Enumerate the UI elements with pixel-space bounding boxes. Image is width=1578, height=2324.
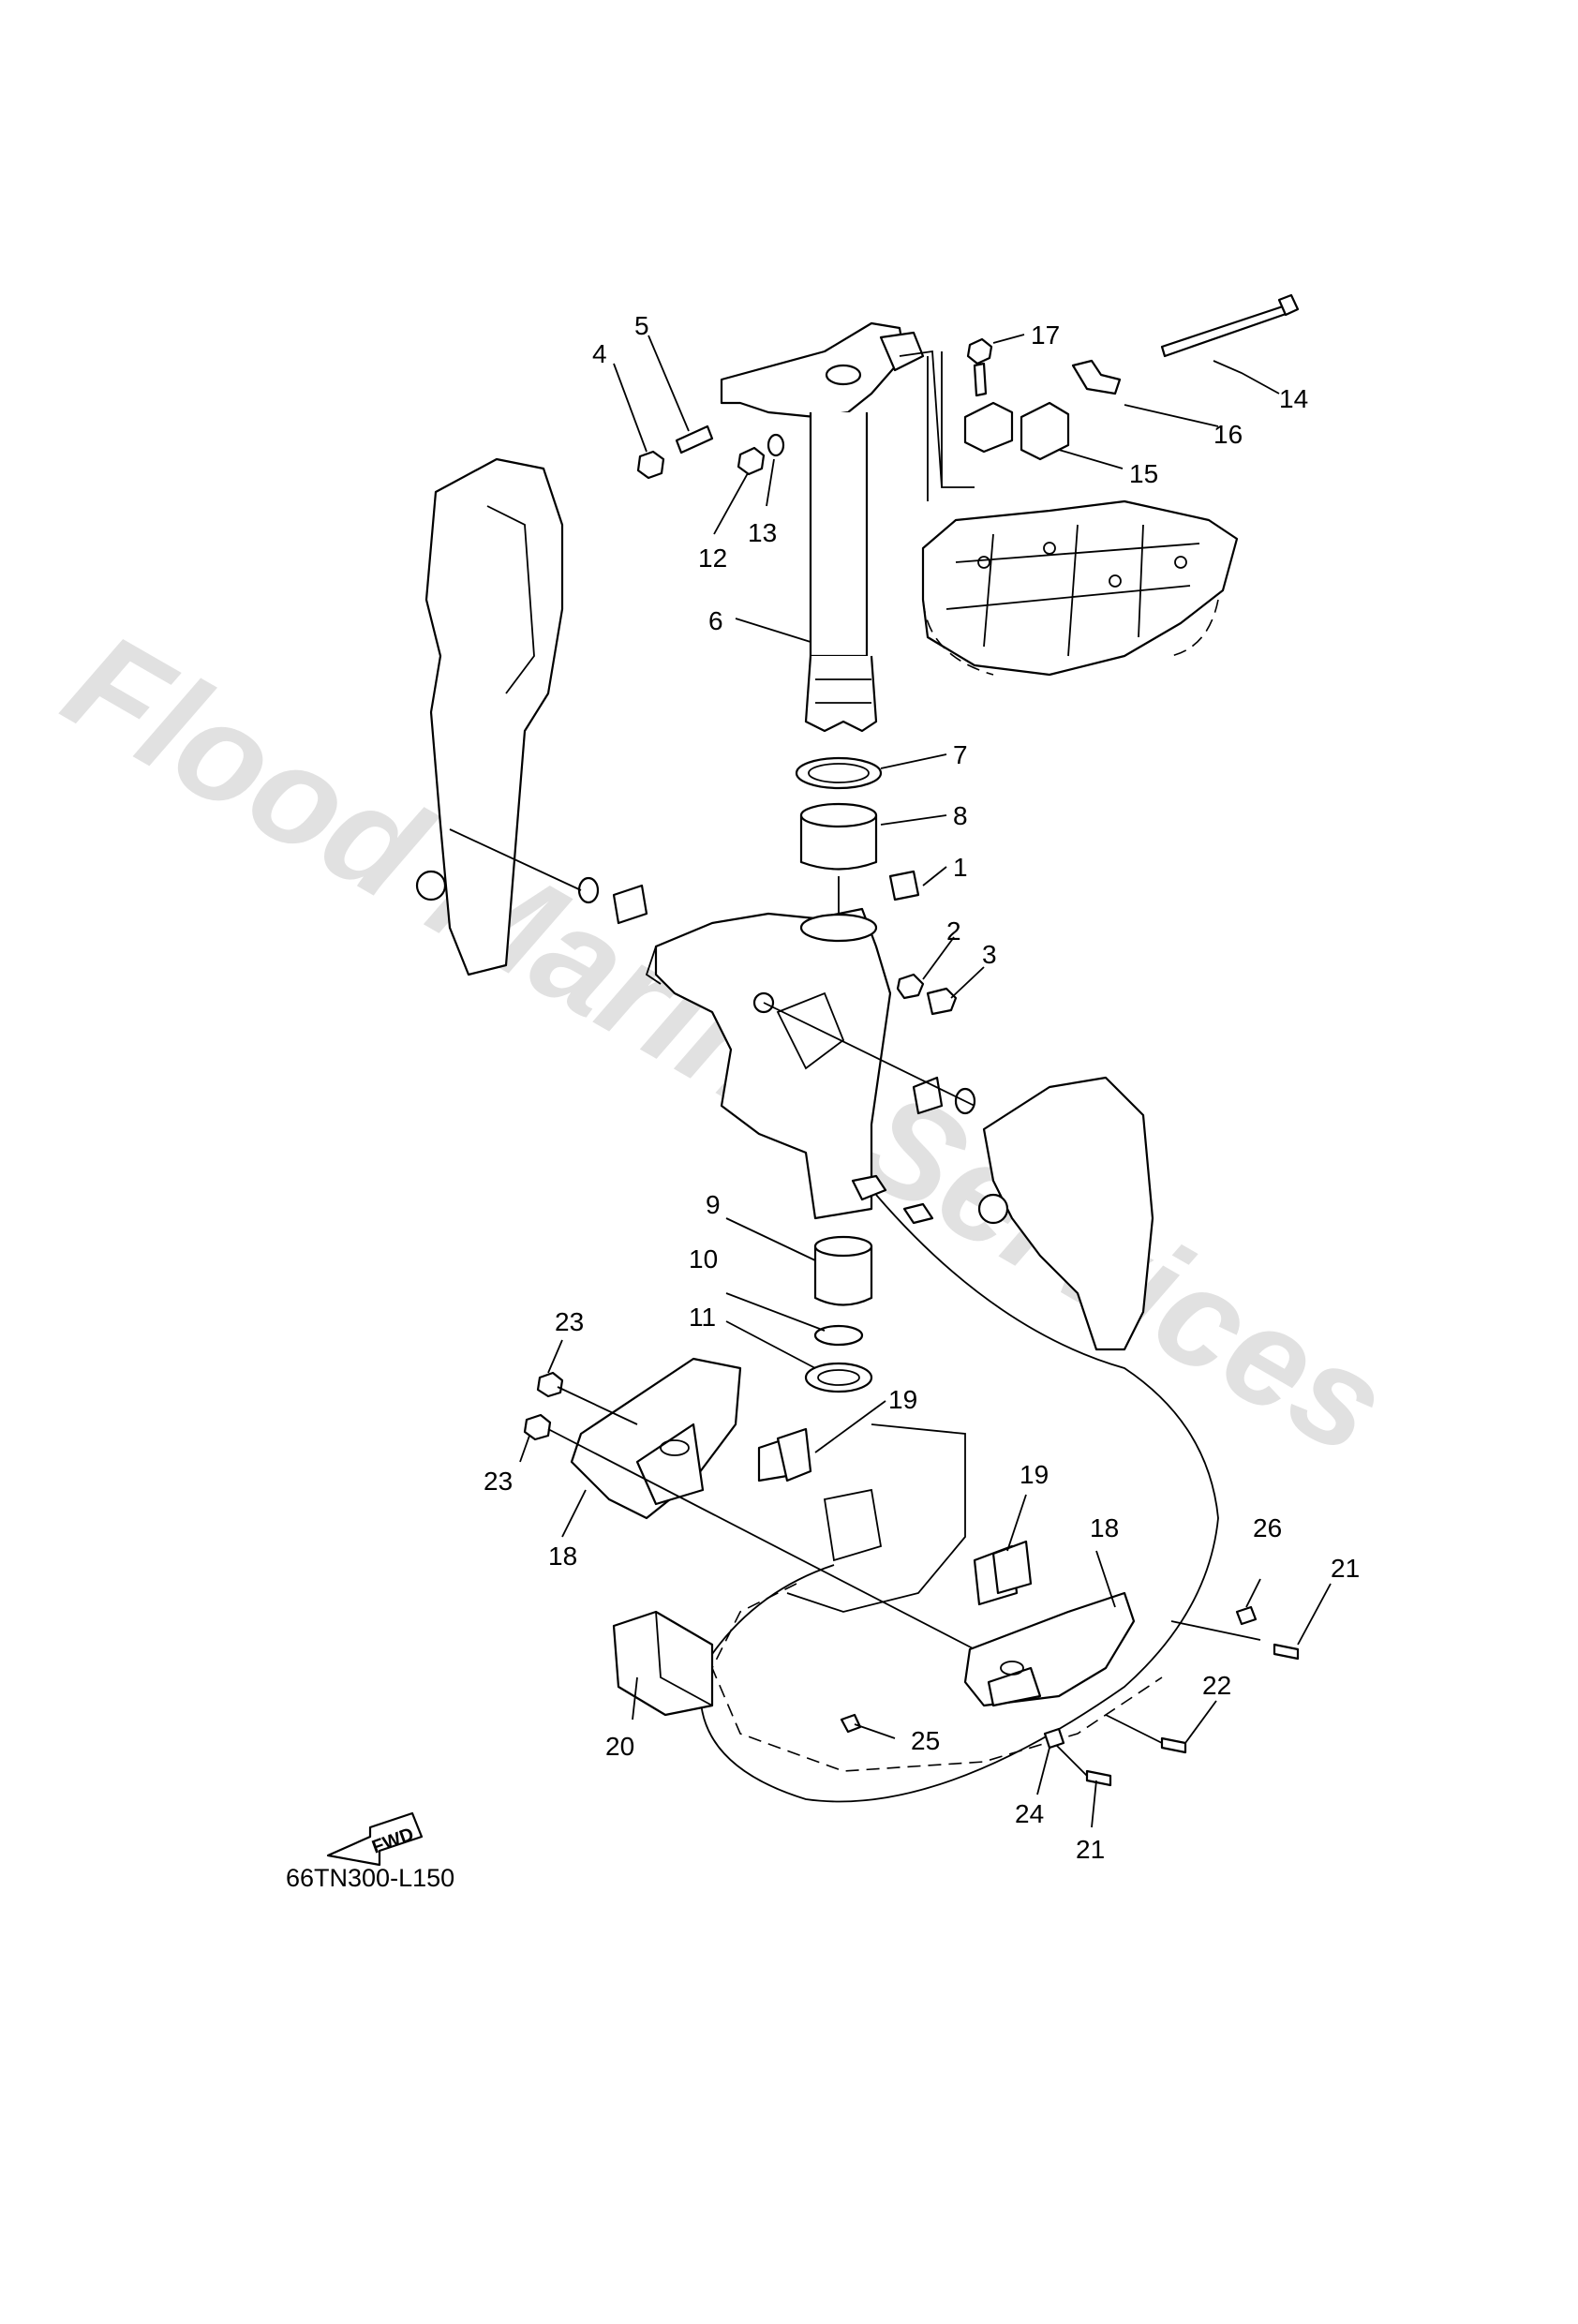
callout-6: 6 [708, 606, 723, 635]
lower-mount-left [570, 1357, 742, 1520]
seal-bushing-group [795, 756, 920, 928]
callout-21-bottom: 21 [1076, 1835, 1105, 1864]
callout-18-left: 18 [548, 1542, 577, 1571]
bolt-group [840, 1605, 1300, 1787]
callout-17: 17 [1031, 320, 1060, 350]
callout-19-right: 19 [1020, 1460, 1049, 1489]
lower-casing-outline [711, 1423, 1163, 1772]
callout-9: 9 [706, 1190, 721, 1219]
upper-bracket-parts [963, 293, 1300, 461]
callout-16: 16 [1213, 420, 1243, 449]
callout-24: 24 [1015, 1799, 1044, 1828]
guide-line-top [899, 350, 975, 488]
callout-13: 13 [748, 518, 777, 547]
grease-nipple-group [896, 973, 958, 1016]
callout-20: 20 [605, 1732, 634, 1761]
callout-11: 11 [689, 1303, 716, 1332]
tilt-axis-line [449, 828, 975, 1107]
callout-19-left: 19 [888, 1385, 917, 1414]
lower-bushing-group [804, 1174, 934, 1393]
callout-18-right: 18 [1090, 1513, 1119, 1542]
callout-10: 10 [689, 1244, 718, 1274]
callout-22: 22 [1202, 1671, 1231, 1700]
callout-26: 26 [1253, 1513, 1282, 1542]
upper-mount-plate [921, 499, 1239, 677]
nut-bolt-group-top-left [636, 425, 785, 480]
callout-21-right: 21 [1331, 1554, 1360, 1583]
leader-lines [519, 334, 1332, 1828]
clamp-bracket-right [912, 1076, 1154, 1351]
diagram-code: 66TN300-L150 [286, 1864, 454, 1892]
washer-nut-group-23 [523, 1371, 975, 1650]
callout-23-top: 23 [555, 1307, 584, 1336]
callout-8: 8 [953, 801, 968, 830]
callout-3: 3 [982, 940, 997, 969]
callout-25: 25 [911, 1726, 940, 1755]
callout-7: 7 [953, 740, 968, 769]
swivel-bracket [645, 907, 892, 1220]
callout-5: 5 [634, 311, 649, 340]
clamp-bracket-left [415, 457, 648, 976]
damper-group-19 [757, 1427, 1033, 1606]
callout-4: 4 [592, 339, 607, 368]
steering-shaft-assembly [720, 321, 943, 733]
callout-15: 15 [1129, 459, 1158, 488]
callout-2: 2 [946, 916, 961, 946]
callout-14: 14 [1279, 384, 1308, 413]
callout-1: 1 [953, 853, 968, 882]
callout-23-bottom: 23 [484, 1467, 513, 1496]
stopper-block-20 [612, 1610, 714, 1717]
forward-direction-arrow: FWD [326, 1811, 424, 1867]
callout-12: 12 [698, 544, 727, 573]
callout-labels: 17 14 16 15 4 5 12 13 6 7 8 1 2 3 9 10 1… [484, 311, 1360, 1864]
lower-mount-right [963, 1591, 1136, 1707]
